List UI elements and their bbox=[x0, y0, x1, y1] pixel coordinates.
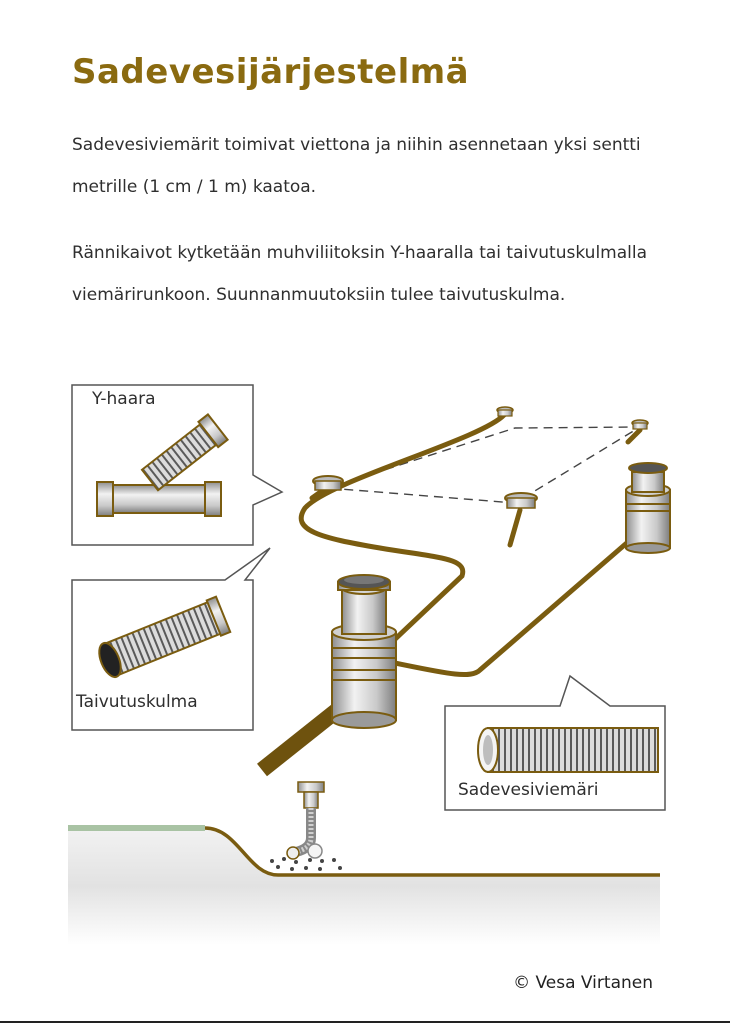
callout-y-branch-label: Y-haara bbox=[91, 389, 156, 409]
y-branch-icon bbox=[96, 413, 230, 517]
gutter-well-front bbox=[331, 574, 397, 729]
callout-stormwater-label: Sadevesiviemäri bbox=[458, 780, 599, 800]
roof-outlet-back-left bbox=[496, 406, 514, 417]
ground-section bbox=[68, 781, 660, 945]
callout-y-branch: Y-haara bbox=[71, 384, 284, 546]
stormwater-pipe-icon bbox=[477, 727, 659, 773]
gutter-well-back bbox=[625, 462, 671, 554]
page-title: Sadevesijärjestelmä bbox=[72, 52, 470, 92]
callout-stormwater-pipe: Sadevesiviemäri bbox=[444, 674, 666, 811]
copyright-credit: © Vesa Virtanen bbox=[513, 973, 653, 993]
callout-bend-label: Taivutuskulma bbox=[75, 692, 198, 712]
roof-outline bbox=[327, 426, 643, 504]
connection-paragraph: Rännikaivot kytketään muhviliitoksin Y-h… bbox=[72, 243, 648, 305]
downspout-icon bbox=[286, 781, 325, 860]
roof-outlet-middle bbox=[504, 492, 538, 509]
intro-paragraph: Sadevesiviemärit toimivat viettona ja ni… bbox=[72, 135, 641, 197]
bottom-divider bbox=[0, 1021, 730, 1023]
roof-outlet-left bbox=[312, 475, 344, 491]
bend-pipe-icon bbox=[98, 595, 232, 679]
callout-bend: Taivutuskulma bbox=[71, 547, 271, 731]
roof-outlet-back-right bbox=[631, 419, 649, 430]
drainage-diagram: Y-haara Taivutuskulma Sadevesiviemäri bbox=[68, 384, 671, 945]
